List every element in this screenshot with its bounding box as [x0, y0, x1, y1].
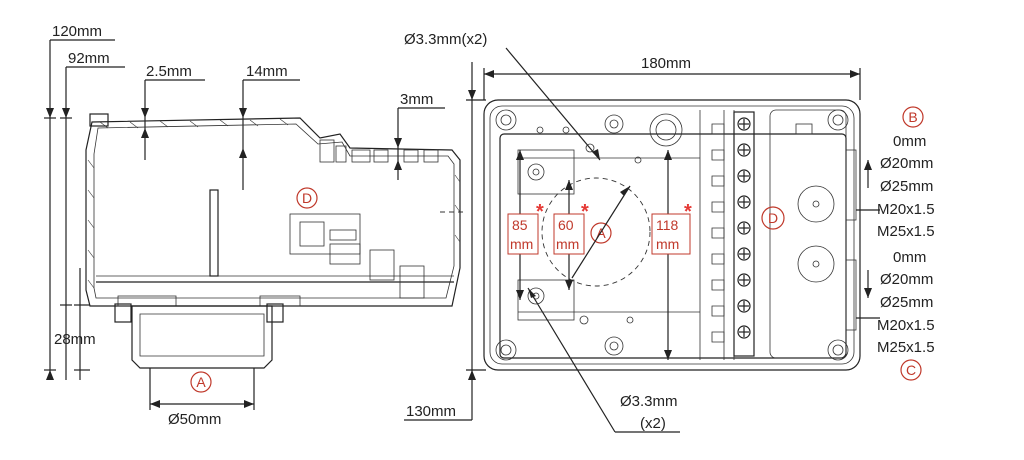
marker-a-side: A [196, 374, 206, 390]
dim-85-unit: mm [510, 236, 533, 252]
dim-3mm: 3mm [400, 91, 433, 108]
dim-60-value: 60 [558, 217, 574, 233]
front-view: 180mm 130mm [404, 31, 861, 433]
gland-labels: B 0mm Ø20mm Ø25mm M20x1.5 M25x1.5 0mm Ø2… [856, 106, 935, 381]
terminal-strip [733, 111, 755, 357]
dim-118-unit: mm [656, 236, 679, 252]
gland-bottom-1: Ø20mm [880, 271, 933, 288]
dim-130mm: 130mm [406, 403, 456, 420]
gland-top-3: M20x1.5 [877, 201, 935, 218]
gland-bottom-4: M25x1.5 [877, 339, 935, 356]
terminal-screw-icon [737, 247, 751, 261]
marker-d-side: D [302, 190, 312, 206]
gland-bottom-0: 0mm [893, 249, 926, 266]
gland-bottom-3: M20x1.5 [877, 317, 935, 334]
terminal-screw-icon [737, 299, 751, 313]
dim-hole-top: Ø3.3mm(x2) [404, 31, 487, 48]
gland-bottom-2: Ø25mm [880, 294, 933, 311]
marker-c: C [906, 362, 916, 378]
asterisk-118: * [684, 201, 692, 223]
marker-d-front: D [768, 210, 778, 226]
terminal-screw-icon [737, 143, 751, 157]
asterisk-85: * [536, 201, 544, 223]
terminal-screw-icon [737, 325, 751, 339]
terminal-screw-icon [737, 195, 751, 209]
dim-60-unit: mm [556, 236, 579, 252]
dim-92mm: 92mm [68, 50, 110, 67]
dim-14mm: 14mm [246, 63, 288, 80]
terminal-screw-icon [737, 221, 751, 235]
marker-b: B [908, 109, 917, 125]
gland-top-0: 0mm [893, 133, 926, 150]
terminal-screw-icon [737, 169, 751, 183]
terminal-screw-icon [737, 117, 751, 131]
terminal-screw-icon [737, 273, 751, 287]
asterisk-60: * [581, 201, 589, 223]
dim-120mm: 120mm [52, 23, 102, 40]
dim-diameter-50mm: Ø50mm [168, 411, 221, 428]
gland-top-1: Ø20mm [880, 155, 933, 172]
marker-a-front: A [596, 225, 606, 241]
dim-85-value: 85 [512, 217, 528, 233]
dim-180mm: 180mm [641, 55, 691, 72]
dim-118-value: 118 [656, 217, 679, 233]
dim-hole-bottom-2: (x2) [640, 415, 666, 432]
dim-hole-bottom-1: Ø3.3mm [620, 393, 678, 410]
dim-28mm: 28mm [54, 331, 96, 348]
gland-top-2: Ø25mm [880, 178, 933, 195]
dim-2-5mm: 2.5mm [146, 63, 192, 80]
side-view: 120mm 92mm 28mm 2.5mm 14mm 3mm [44, 23, 465, 428]
gland-top-4: M25x1.5 [877, 223, 935, 240]
